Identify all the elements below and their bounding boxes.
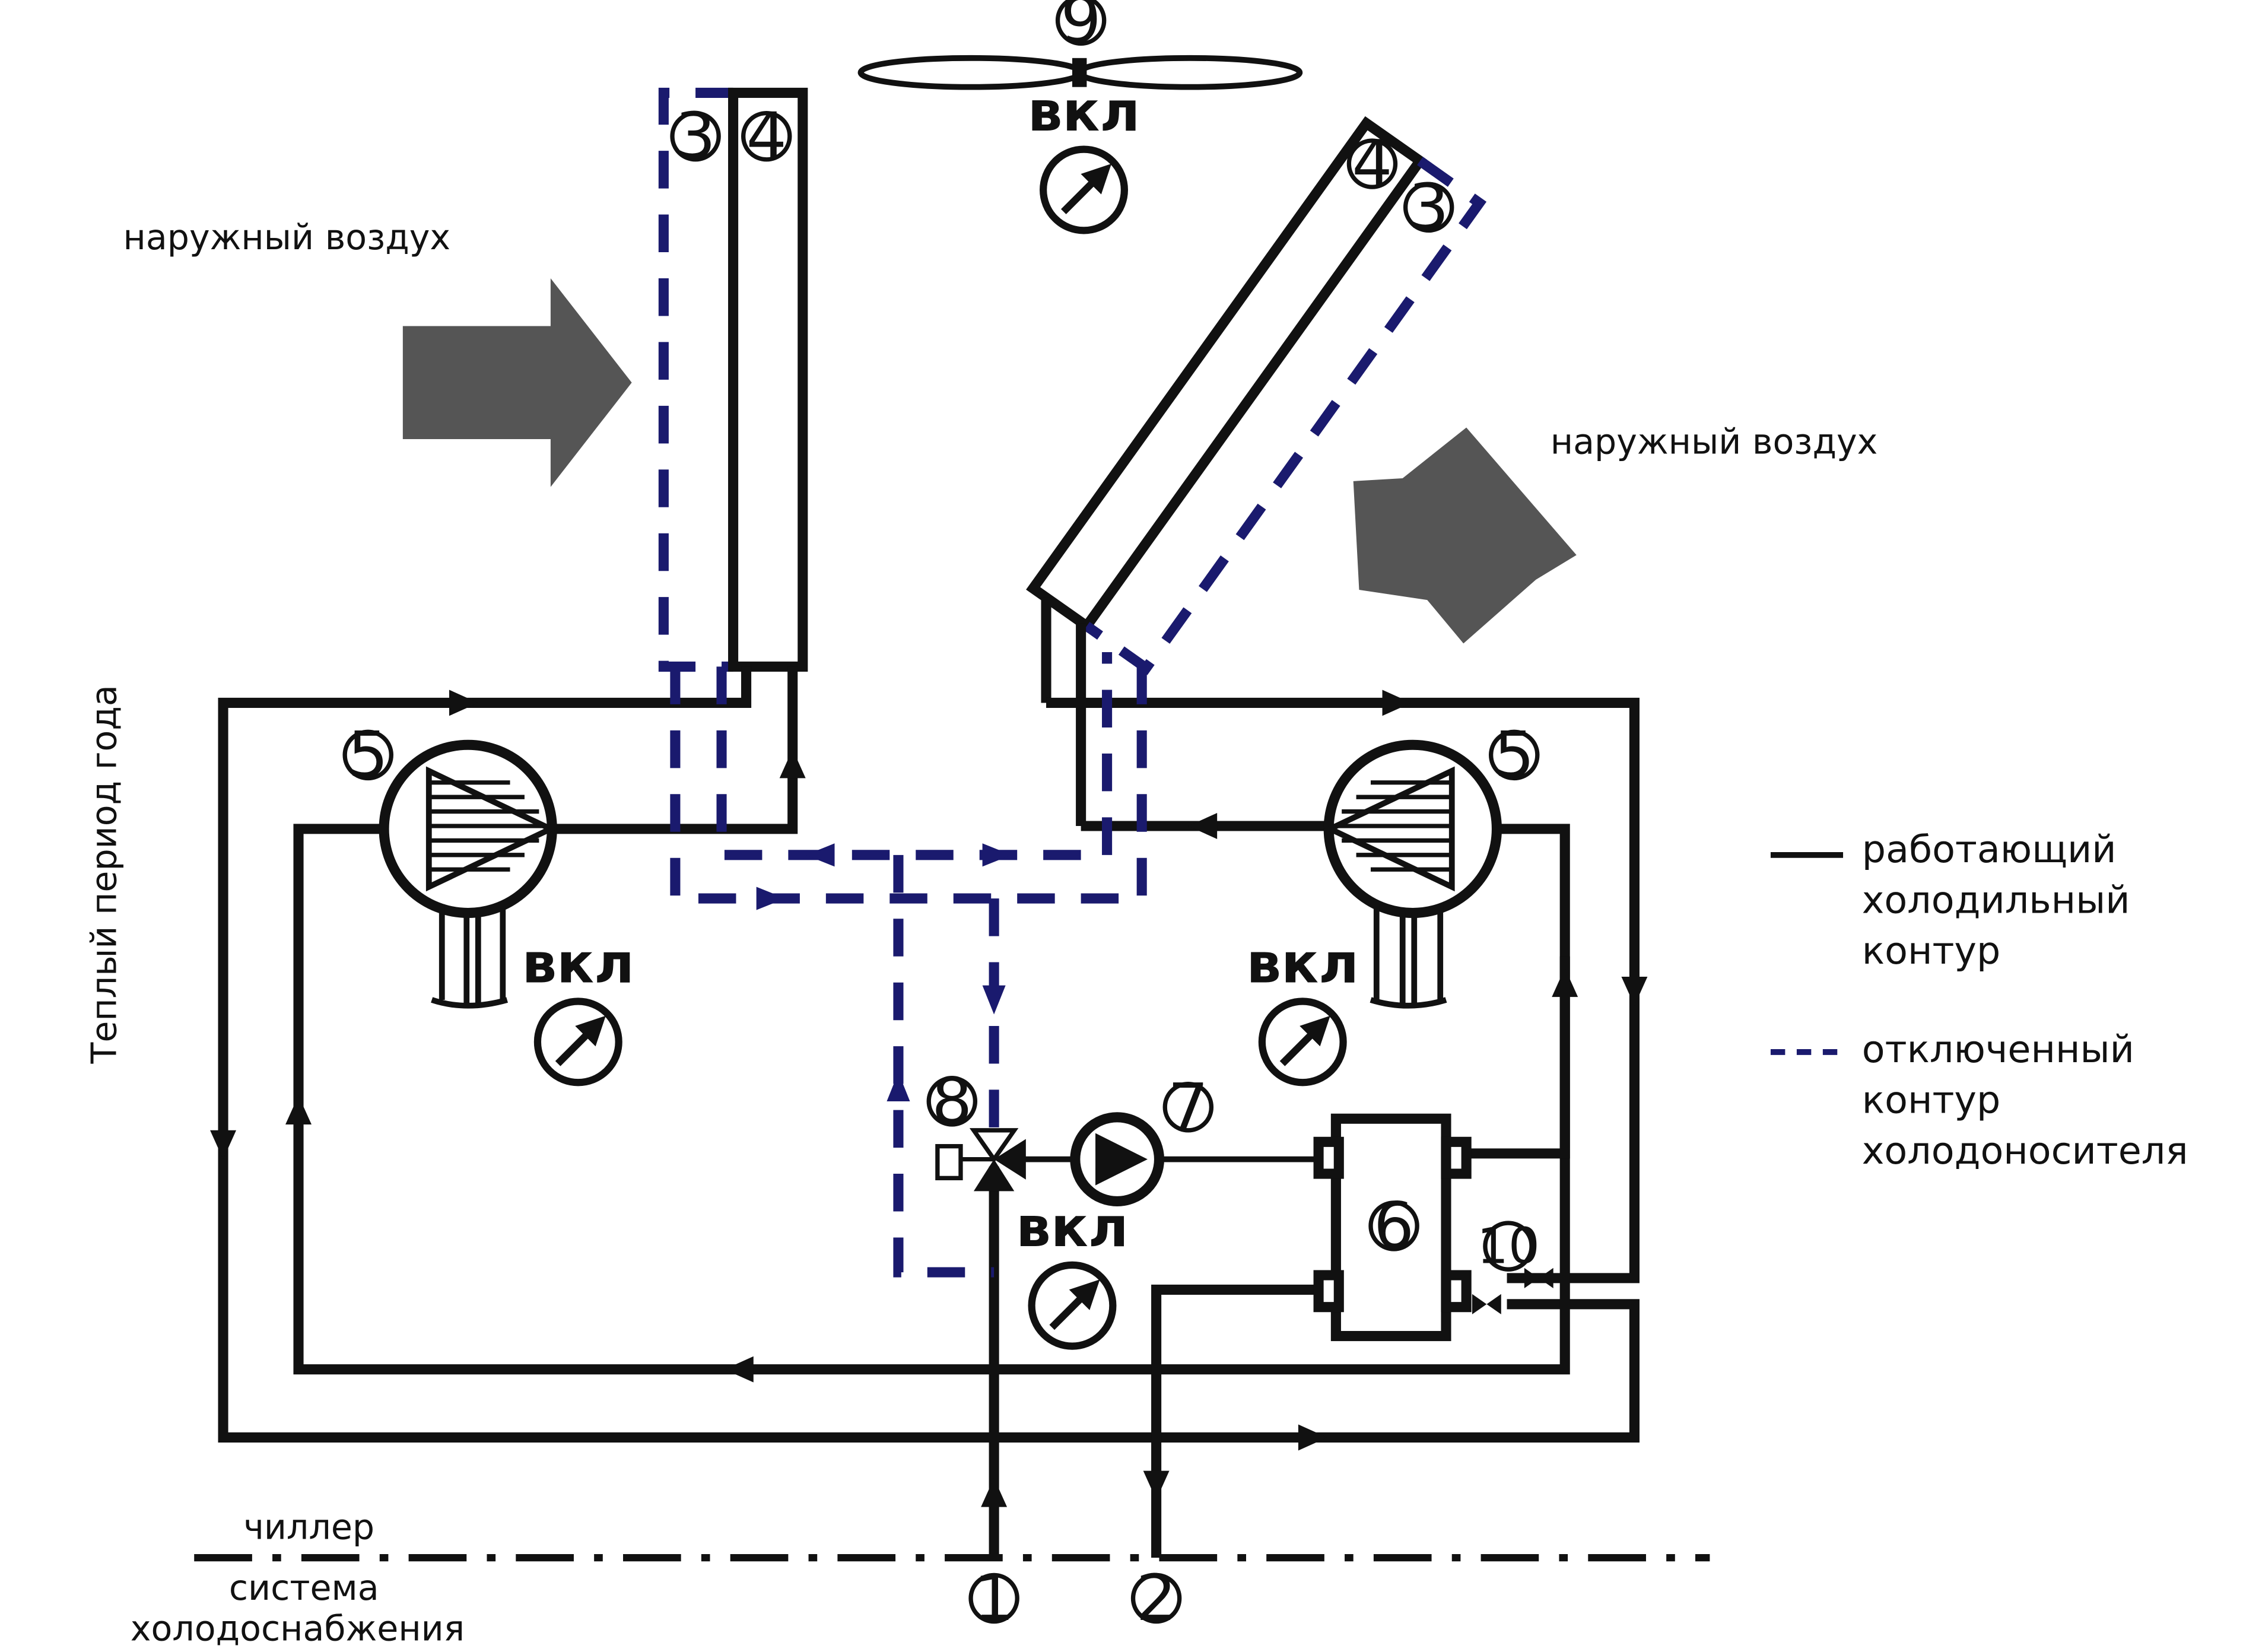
marker-3-left: 3 [675,99,716,173]
three-way-valve-icon [935,1128,1026,1192]
legend-solid-line2: холодильный [1862,878,2130,922]
gauge-fan-icon [1040,145,1128,234]
legend: работающий холодильный контур отключенны… [1770,827,2188,1173]
markers [342,0,1540,1624]
legend-dashed-line1: отключенный [1862,1027,2134,1071]
label-outdoor-air-right: наружный воздух [1551,421,1878,462]
pipe-left-return [550,666,798,834]
marker-2: 2 [1136,1561,1176,1635]
label-system-line2: холодоснабжения [131,1608,465,1648]
marker-5-left: 5 [348,718,388,792]
legend-solid-line3: контур [1862,929,2000,973]
check-valves-10 [1472,1267,1553,1314]
marker-3-right: 3 [1408,170,1448,244]
fan-icon [857,55,1303,90]
pump-icon [1070,1112,1165,1206]
marker-5-right: 5 [1494,718,1534,792]
marker-7: 7 [1168,1070,1208,1144]
pipe-inner-left [293,824,1570,1375]
flow-arrows [210,690,1648,1507]
coil-3-right-dashed [1084,157,1487,675]
label-chiller: чиллер [243,1507,374,1547]
pipe-outer-left [218,666,1640,1443]
marker-8: 8 [932,1064,972,1138]
marker-4-left: 4 [746,99,787,173]
gauge-pump-icon [1028,1261,1117,1350]
marker-10: 10 [1477,1218,1540,1275]
label-warm-period: Теплый период года [84,685,124,1064]
label-on-fan: вкл [1028,80,1140,144]
marker-4-right: 4 [1352,127,1392,201]
air-arrow-left-icon [402,278,632,487]
air-arrow-right-icon [1353,427,1577,644]
coil-right-stub [1041,597,1086,826]
legend-solid-line1: работающий [1862,827,2117,871]
compressor-right-icon [1323,739,1502,1009]
label-on-pump: вкл [1016,1195,1129,1259]
legend-dashed-line3: холодоносителя [1862,1129,2188,1173]
gauge-right-compressor-icon [1258,997,1347,1086]
label-on-left: вкл [522,932,634,996]
pipe-hex-top [1463,956,1570,1159]
coil-3-left-dashed [658,87,733,672]
coil-4-left [728,87,808,672]
label-on-right: вкл [1246,932,1359,996]
marker-9: 9 [1060,0,1101,58]
compressor-left-icon [379,739,558,1009]
label-outdoor-air-left: наружный воздух [123,217,451,258]
label-system-line1: система [229,1568,379,1608]
marker-6: 6 [1374,1189,1414,1263]
pipe-chiller-2 [1151,1284,1333,1558]
marker-1: 1 [974,1561,1014,1635]
gauge-left-compressor-icon [533,997,622,1086]
legend-dashed-line2: контур [1862,1078,2000,1122]
dashed-circuit [670,652,1147,1278]
